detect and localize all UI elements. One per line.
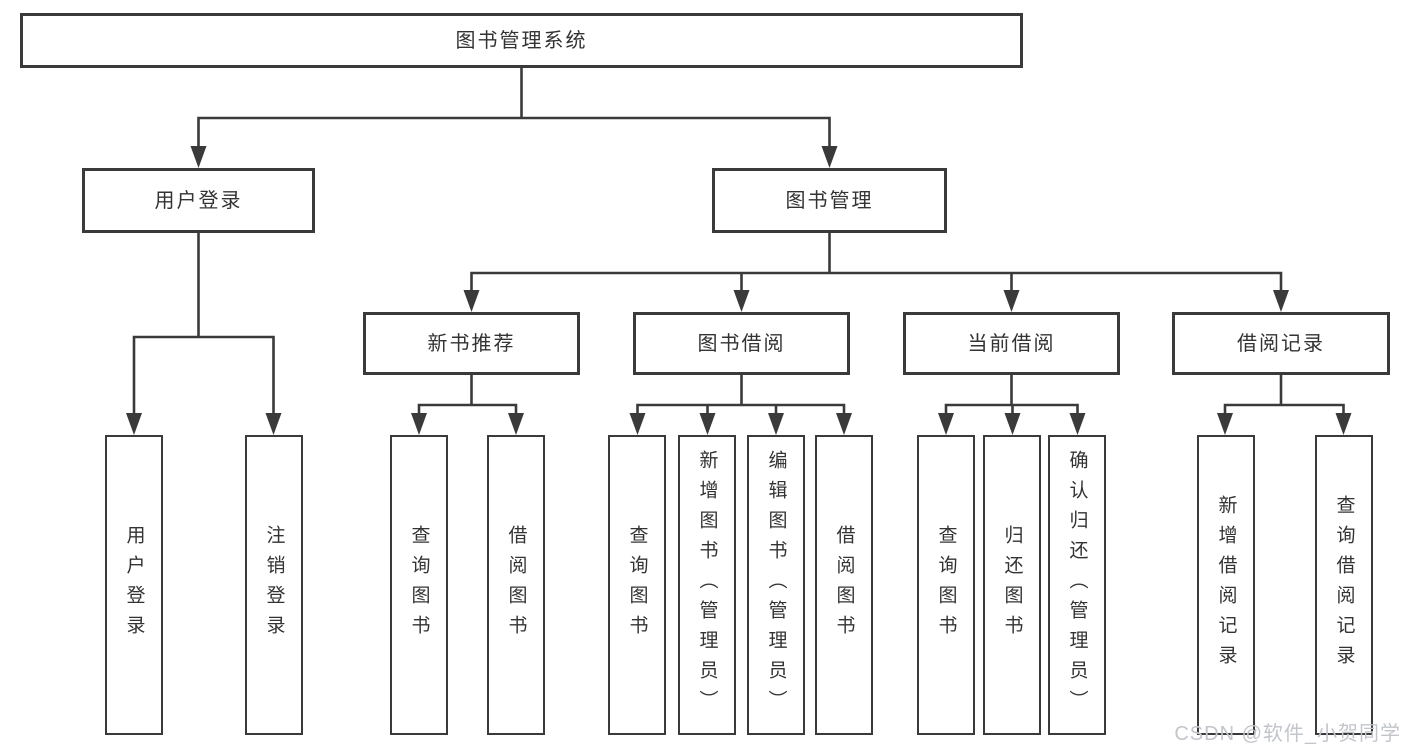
node-library-system: 图书管理系统 — [20, 13, 1023, 68]
arrowheads — [126, 146, 1352, 435]
leaf-bb-edit-books-admin: 编辑图书（管理员） — [747, 435, 805, 735]
leaf-user-login: 用户登录 — [105, 435, 163, 735]
leaf-bb-add-books-admin: 新增图书（管理员） — [678, 435, 736, 735]
leaf-bb-borrow-books: 借阅图书 — [815, 435, 873, 735]
node-book-management: 图书管理 — [712, 168, 947, 233]
leaf-nbr-borrow-books: 借阅图书 — [487, 435, 545, 735]
leaf-logout-login: 注销登录 — [245, 435, 303, 735]
node-borrowing-records: 借阅记录 — [1172, 312, 1390, 375]
watermark: CSDN @软件_小贺同学 — [1174, 723, 1401, 745]
node-book-borrowing: 图书借阅 — [633, 312, 850, 375]
leaf-bb-query-books: 查询图书 — [608, 435, 666, 735]
leaf-br-query-record: 查询借阅记录 — [1315, 435, 1373, 735]
node-current-borrowing: 当前借阅 — [903, 312, 1120, 375]
leaf-cb-confirm-return-admin: 确认归还（管理员） — [1048, 435, 1106, 735]
leaf-nbr-query-books: 查询图书 — [390, 435, 448, 735]
node-user-login: 用户登录 — [82, 168, 315, 233]
leaf-br-add-record: 新增借阅记录 — [1197, 435, 1255, 735]
leaf-cb-return-books: 归还图书 — [983, 435, 1041, 735]
leaf-cb-query-books: 查询图书 — [917, 435, 975, 735]
node-new-book-recommend: 新书推荐 — [363, 312, 580, 375]
